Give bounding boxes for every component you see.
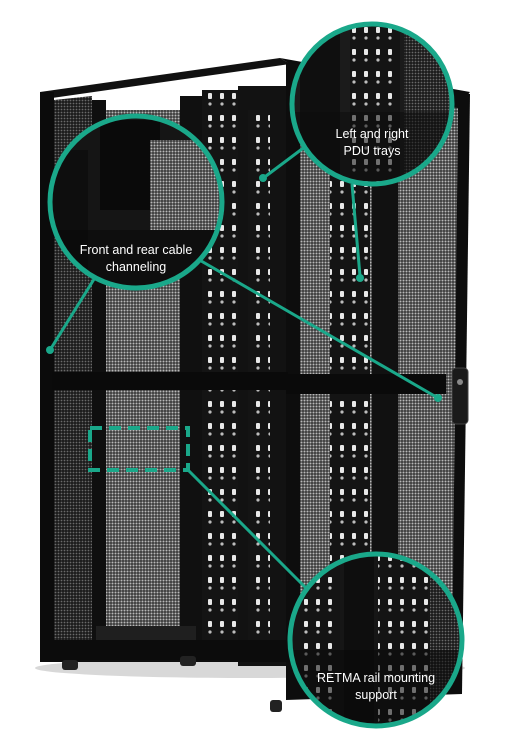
retma-label-line-2: support xyxy=(355,688,397,702)
cable-label-line-1: Front and rear cable xyxy=(79,243,193,257)
callout-dots xyxy=(46,174,442,402)
pdu-callout-circle xyxy=(289,21,455,187)
retma-label-line-1: RETMA rail mounting xyxy=(316,671,436,685)
pdu-label-line-1: Left and right xyxy=(335,127,409,141)
pdu-callout-label: Left and right PDU trays xyxy=(316,126,428,160)
pdu-label-line-2: PDU trays xyxy=(343,144,401,158)
cable-label-line-2: channeling xyxy=(105,260,167,274)
cable-callout-circle xyxy=(47,113,225,291)
rail-highlight-box xyxy=(88,426,190,472)
retma-callout-label: RETMA rail mounting support xyxy=(310,670,442,704)
callout-connectors xyxy=(48,144,439,590)
cable-callout-label: Front and rear cable channeling xyxy=(64,242,208,276)
retma-callout-circle xyxy=(287,551,465,729)
